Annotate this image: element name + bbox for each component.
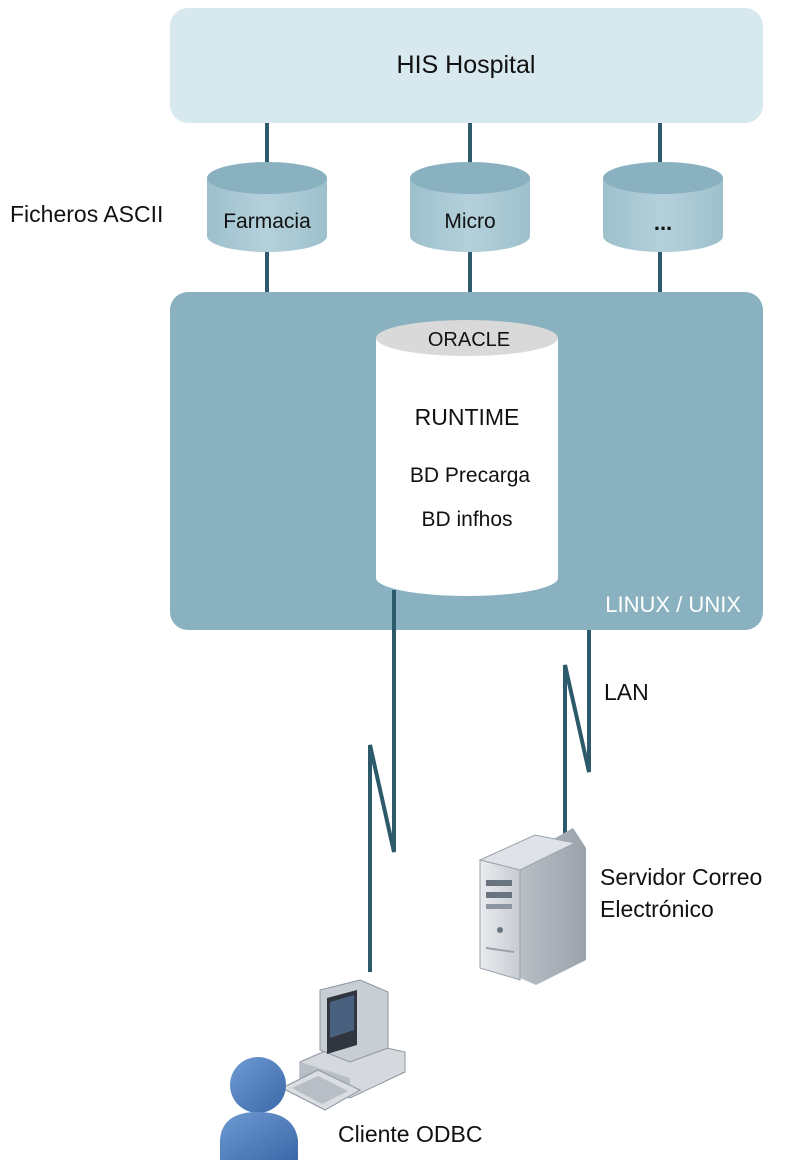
os-label: LINUX / UNIX	[605, 592, 741, 617]
file-cylinder-micro: Micro	[410, 162, 530, 252]
oracle-database-cylinder: ORACLE RUNTIME BD Precarga BD infhos	[376, 320, 558, 596]
file-cylinder-more: ...	[603, 162, 723, 252]
his-hospital-box: HIS Hospital	[170, 8, 763, 123]
lan-connection-line	[563, 630, 591, 838]
his-hospital-title: HIS Hospital	[397, 51, 536, 79]
client-connection-line	[368, 590, 396, 972]
oracle-label: ORACLE	[428, 329, 510, 351]
file-cylinder-label: Farmacia	[223, 210, 311, 233]
user-person-icon	[220, 1057, 298, 1160]
files-to-server-connectors	[265, 248, 662, 292]
client-computer-icon	[280, 979, 406, 1111]
mail-server-label-line1: Servidor Correo	[600, 864, 762, 890]
mail-server-icon	[478, 828, 586, 985]
runtime-label: RUNTIME	[415, 404, 520, 430]
mail-server-label-line2: Electrónico	[600, 896, 714, 922]
his-to-files-connectors	[265, 123, 662, 162]
file-cylinder-label: ...	[654, 210, 672, 235]
db-infhos-label: BD infhos	[421, 508, 512, 531]
client-label: Cliente ODBC	[338, 1121, 482, 1147]
db-precarga-label: BD Precarga	[410, 464, 531, 487]
file-cylinder-farmacia: Farmacia	[207, 162, 327, 252]
lan-label: LAN	[604, 679, 649, 705]
ascii-files-caption: Ficheros ASCII	[10, 201, 163, 227]
file-cylinder-label: Micro	[444, 210, 495, 233]
